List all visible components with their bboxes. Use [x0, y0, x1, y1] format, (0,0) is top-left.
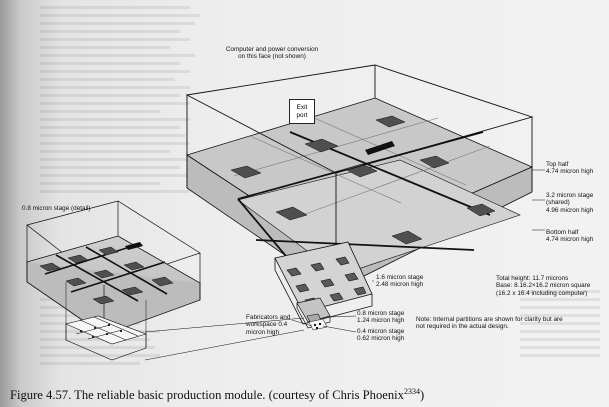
main-module: [185, 64, 545, 291]
label-detail-stage-text: 0.8 micron stage (detail): [22, 205, 91, 212]
label-total-line1: Total height: 11.7 microns: [496, 275, 569, 282]
label-fab-line3: micron high: [246, 328, 280, 336]
caption-suffix: ): [419, 388, 425, 403]
top-half-grid: [233, 116, 491, 221]
black-bar: [365, 141, 395, 155]
label-total-line3: (16.2 x 16.4 including computer): [496, 289, 588, 297]
label-computer-power-line2: on this face (not shown): [238, 53, 306, 61]
label-top-half: Top half 4.74 micron high: [546, 161, 593, 176]
label-stage-0-8: 0.8 micron stage 1.24 micron high: [357, 310, 404, 325]
label-total-height: Total height: 11.7 microns Base: 8.16.2×…: [496, 275, 590, 297]
label-fab-line2: workspace 0.4: [246, 321, 288, 329]
label-stage-3-2: 3.2 micron stage (shared) 4.96 micron hi…: [546, 192, 593, 214]
label-stage-1-6-line1: 1.6 micron stage: [376, 274, 424, 281]
detail-inset: [26, 200, 305, 361]
label-stage-3-2-line3: 4.96 micron high: [546, 206, 594, 214]
exit-port-label-1: Exit: [296, 104, 308, 112]
label-bottom-half-line1: Bottom half: [546, 229, 579, 236]
label-stage-1-6-line2: 2.48 micron high: [376, 281, 424, 289]
label-top-half-line1: Top half: [546, 161, 569, 168]
label-top-half-line2: 4.74 micron high: [546, 168, 594, 176]
label-fab-line1: Fabricators and: [246, 314, 291, 321]
label-computer-power: Computer and power conversion on this fa…: [212, 46, 332, 61]
fabricator-workspace: [308, 318, 328, 331]
label-bottom-half: Bottom half 4.74 micron high: [546, 229, 593, 244]
figure-caption: Figure 4.57. The reliable basic producti…: [10, 387, 605, 403]
label-stage-0-4-line1: 0.4 micron stage: [357, 328, 405, 335]
exit-port-label-2: port: [296, 111, 308, 119]
stage-3-2-floor: [237, 159, 521, 276]
exit-port: Exit port: [289, 99, 315, 124]
label-computer-power-line1: Computer and power conversion: [225, 46, 319, 53]
label-detail-stage: 0.8 micron stage (detail): [22, 205, 91, 212]
label-bottom-half-line2: 4.74 micron high: [546, 236, 594, 244]
label-note: Note: Internal partitions are shown for …: [416, 316, 563, 331]
small-stages: [274, 241, 374, 333]
label-stage-3-2-line1: 3.2 micron stage: [546, 192, 594, 199]
label-stage-0-4-line2: 0.62 micron high: [357, 335, 405, 343]
label-stage-0-8-line1: 0.8 micron stage: [357, 310, 405, 317]
leader-lines: [532, 169, 545, 231]
label-stage-0-8-line2: 1.24 micron high: [357, 317, 405, 325]
production-module-diagram: [26, 64, 545, 361]
label-stage-1-6: 1.6 micron stage 2.48 micron high: [376, 274, 423, 289]
label-total-line2: Base: 8.16.2×16.2 micron square: [496, 282, 591, 290]
label-note-line1: Note: Internal partitions are shown for …: [416, 316, 563, 323]
label-note-line2: not required in the actual design.: [416, 323, 509, 331]
caption-reference: 2334: [403, 387, 420, 396]
label-fabricators: Fabricators and workspace 0.4 micron hig…: [246, 314, 290, 336]
label-stage-0-4: 0.4 micron stage 0.62 micron high: [357, 328, 404, 343]
label-stage-3-2-line2: (shared): [546, 199, 570, 207]
fabricator-squares: [230, 115, 496, 245]
caption-prefix: Figure 4.57.: [10, 388, 72, 403]
caption-text: The reliable basic production module. (c…: [74, 388, 404, 403]
